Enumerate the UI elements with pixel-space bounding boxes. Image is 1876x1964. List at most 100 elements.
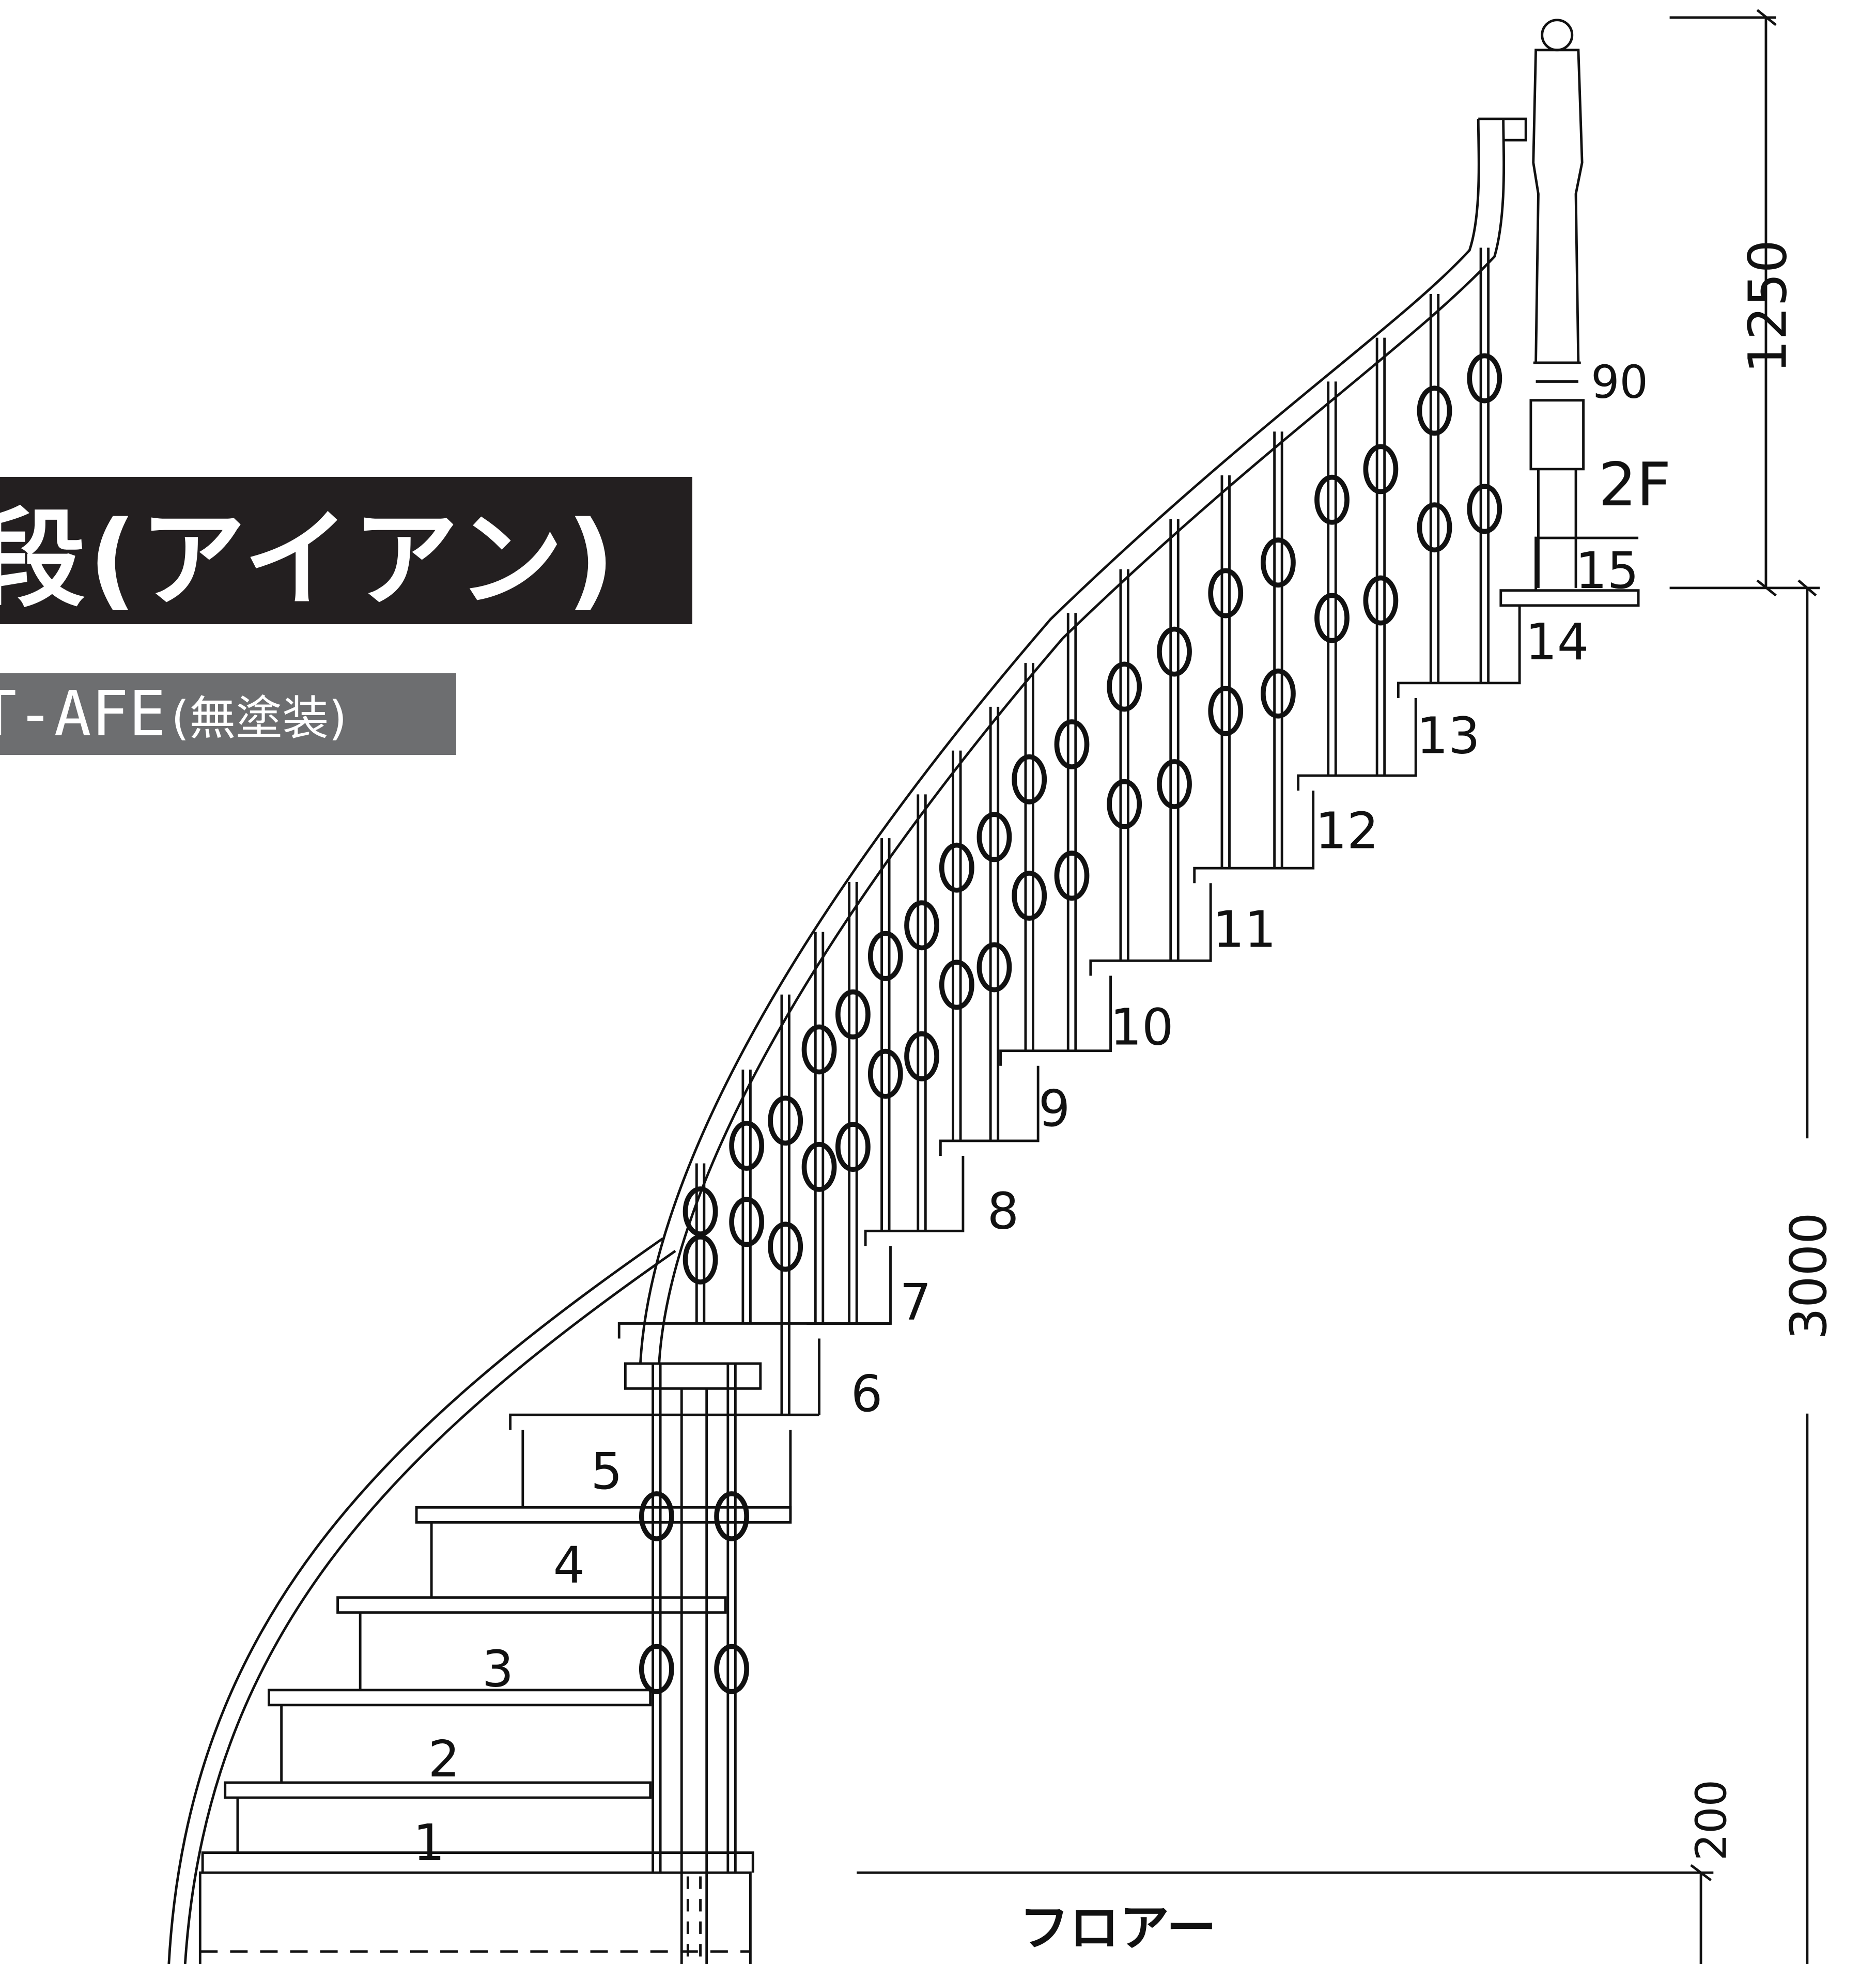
step-number: 15 <box>1575 542 1639 600</box>
dimension-lines <box>857 9 1820 1964</box>
baluster <box>1169 519 1180 961</box>
baluster <box>848 882 858 1324</box>
newel-ball <box>1541 19 1574 52</box>
baluster-basket-ornament <box>976 942 1012 993</box>
baluster-basket-ornament <box>904 1031 939 1081</box>
step-number: 12 <box>1315 801 1378 860</box>
baluster <box>1273 431 1283 869</box>
step-number: 10 <box>1110 998 1173 1057</box>
baluster <box>652 1363 662 1873</box>
handrail-inner <box>658 118 1506 1364</box>
dim-1250: 1250 <box>1738 240 1799 374</box>
step-number: 4 <box>553 1536 585 1595</box>
baluster-basket-ornament <box>1417 385 1452 436</box>
step-number: 5 <box>591 1442 623 1501</box>
step-number: 13 <box>1417 706 1480 765</box>
baluster-basket-ornament <box>1363 575 1399 626</box>
title-banner: 段(アイアン) <box>0 477 692 624</box>
step-number: 14 <box>1525 613 1589 671</box>
dim-3000: 3000 <box>1779 1212 1838 1339</box>
baluster-basket-ornament <box>729 1197 765 1247</box>
baluster-basket-ornament <box>1467 484 1502 534</box>
baluster-basket-ornament <box>801 1024 837 1075</box>
baluster-basket-ornament <box>1208 568 1244 618</box>
top-newel <box>1532 49 1584 364</box>
baluster-basket-ornament <box>1054 719 1090 769</box>
baluster <box>741 1069 752 1324</box>
stair-structure <box>167 19 1640 1964</box>
baluster-basket-ornament <box>801 1141 837 1192</box>
baluster-basket-ornament <box>1107 779 1142 829</box>
step-number: 1 <box>413 1814 445 1872</box>
baluster-basket-ornament <box>835 1122 871 1172</box>
baluster-basket-ornament <box>714 1491 749 1541</box>
baluster-basket-ornament <box>1417 502 1452 553</box>
step-number: 7 <box>900 1273 932 1332</box>
baluster-basket-ornament <box>1261 668 1296 719</box>
step-number: 3 <box>482 1640 514 1698</box>
baluster-basket-ornament <box>683 1186 718 1236</box>
tread-1 <box>201 1851 754 1873</box>
baluster-basket-ornament <box>1054 850 1090 901</box>
baluster-basket-ornament <box>1314 593 1350 643</box>
newel-cap <box>624 1362 762 1390</box>
handrail-outer <box>639 118 1480 1364</box>
baluster-basket-ornament <box>976 812 1012 862</box>
dim-200: 200 <box>1687 1780 1737 1861</box>
lower-stringer <box>198 1871 752 1964</box>
step-number: 8 <box>987 1182 1019 1240</box>
baluster <box>1327 381 1337 776</box>
dim-90: 90 <box>1591 356 1648 409</box>
baluster-basket-ornament <box>1157 626 1192 677</box>
step-number: 11 <box>1213 901 1276 959</box>
baluster-basket-ornament <box>1467 353 1502 404</box>
baluster <box>1220 475 1231 869</box>
baluster <box>1375 337 1386 776</box>
landing-edge <box>617 1322 891 1339</box>
baluster <box>814 932 825 1324</box>
step-number: 2 <box>428 1730 460 1788</box>
outer-stringer <box>167 1237 664 1964</box>
step-number: 6 <box>851 1365 883 1423</box>
finish-note: (無塗装) <box>171 691 347 746</box>
baluster <box>1066 613 1077 1051</box>
baluster-basket-ornament <box>904 900 939 951</box>
baluster-basket-ornament <box>729 1120 765 1171</box>
baluster-group <box>639 248 1502 1873</box>
baluster-basket-ornament <box>867 1048 903 1099</box>
tread-3 <box>268 1689 652 1707</box>
page-title: 段(アイアン) <box>0 499 618 622</box>
model-code: T-AFE <box>0 678 166 750</box>
baluster-basket-ornament <box>867 931 903 981</box>
baluster-basket-ornament <box>1208 686 1244 736</box>
tread-2 <box>224 1781 652 1799</box>
baluster <box>989 706 1000 1141</box>
baluster-basket-ornament <box>1012 871 1047 921</box>
baluster-basket-ornament <box>1363 444 1399 494</box>
baluster-basket-ornament <box>768 1221 803 1272</box>
baluster-basket-ornament <box>714 1644 749 1694</box>
baluster-basket-ornament <box>1012 754 1047 805</box>
baluster <box>917 794 927 1231</box>
baluster-basket-ornament <box>768 1095 803 1146</box>
step-number: 9 <box>1038 1079 1071 1138</box>
label-floor: フロアー <box>1019 1899 1216 1957</box>
baluster <box>880 838 891 1231</box>
baluster-basket-ornament <box>835 989 871 1040</box>
tread-6 <box>509 1413 819 1430</box>
baluster <box>1429 293 1440 683</box>
baluster-basket-ornament <box>639 1491 674 1541</box>
baluster <box>726 1363 737 1873</box>
baluster-basket-ornament <box>1261 537 1296 588</box>
baluster-basket-ornament <box>1107 661 1142 712</box>
baluster-basket-ornament <box>683 1234 718 1285</box>
tread-4 <box>336 1596 727 1614</box>
baluster-basket-ornament <box>939 960 974 1010</box>
subtitle-banner: T-AFE (無塗装) <box>0 673 456 755</box>
baluster <box>1479 248 1490 683</box>
baluster-basket-ornament <box>1314 474 1350 525</box>
baluster <box>1119 569 1129 961</box>
baluster <box>1024 663 1034 1051</box>
